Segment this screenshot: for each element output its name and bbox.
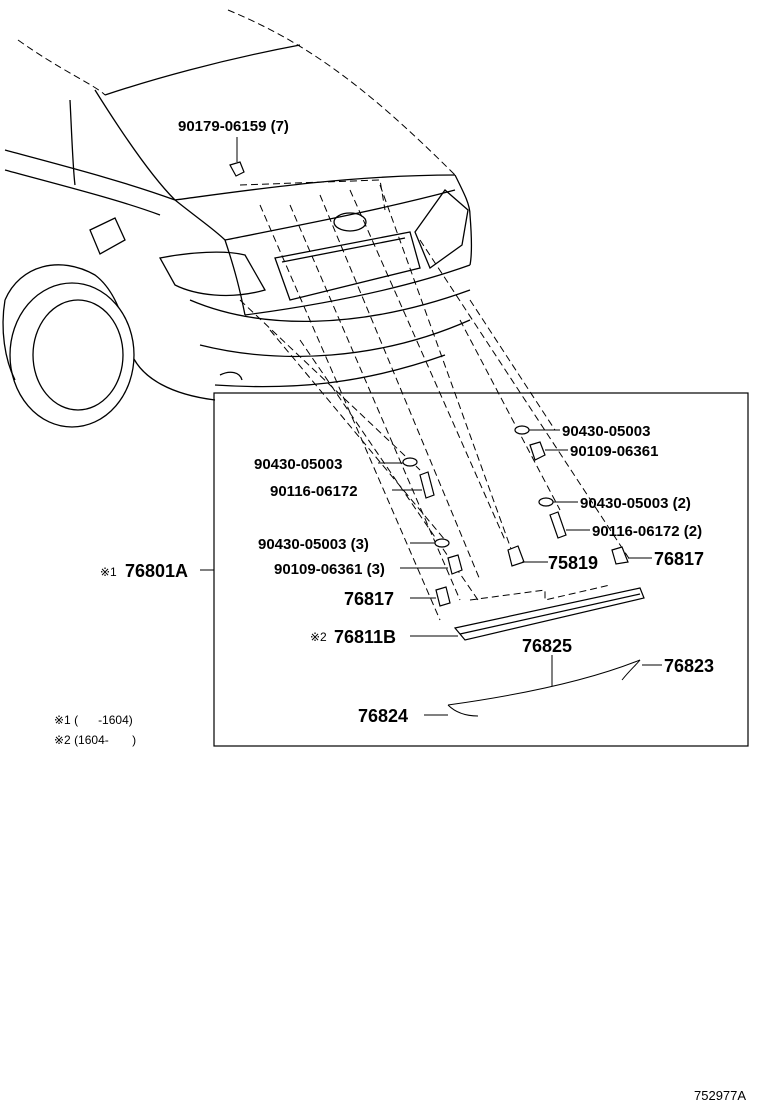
label-washer-r1: 90430-05003 <box>562 423 650 440</box>
bolt-icon <box>549 511 567 539</box>
clip-76817-icon <box>435 586 451 607</box>
label-garnish-76811b: 76811B <box>334 627 396 647</box>
figure-number: 752977A <box>694 1088 746 1103</box>
label-end-76823: 76823 <box>664 656 714 676</box>
screw-90179-icon <box>229 161 245 177</box>
leader-lines <box>200 137 662 716</box>
washer-icon <box>434 538 450 548</box>
note-2: ※2 (1604- ) <box>54 733 136 747</box>
label-clip-76817-left: 76817 <box>344 589 394 609</box>
label-end-76824: 76824 <box>358 706 408 726</box>
garnish-molding <box>447 587 645 717</box>
label-bolt-l1: 90116-06172 <box>270 483 358 500</box>
label-screw-top: 90179-06159 (7) <box>178 118 289 135</box>
bolt-icon <box>419 471 435 499</box>
label-screw-l2: 90109-06361 (3) <box>274 561 385 578</box>
label-washer-l2: 90430-05003 (3) <box>258 536 369 553</box>
label-assy-note-mark: ※1 <box>100 565 117 579</box>
small-parts <box>229 161 629 607</box>
label-garnish-note-mark: ※2 <box>310 630 327 644</box>
clip-76817-icon <box>611 546 629 565</box>
washer-icon <box>402 457 418 467</box>
label-clip-76817-right: 76817 <box>654 549 704 569</box>
label-assy-76801a: 76801A <box>125 561 188 581</box>
label-washer-r2: 90430-05003 (2) <box>580 495 691 512</box>
label-screw-r1: 90109-06361 <box>570 443 658 460</box>
screw-icon <box>447 554 463 575</box>
end-76824 <box>447 704 479 717</box>
projection-lines <box>239 179 631 621</box>
label-clip-75819: 75819 <box>548 553 598 573</box>
screw-icon <box>529 441 546 461</box>
end-76823 <box>621 659 641 681</box>
notes: ※1 ( -1604) ※2 (1604- ) <box>54 713 136 747</box>
note-1: ※1 ( -1604) <box>54 713 133 727</box>
car-rear-illustration <box>2 9 473 428</box>
label-bolt-r2: 90116-06172 (2) <box>592 523 702 540</box>
washer-icon <box>514 425 530 435</box>
washer-icon <box>538 497 554 507</box>
part-labels: 90179-06159 (7) 90430-05003 90109-06361 … <box>100 118 714 726</box>
label-molding-76825: 76825 <box>522 636 572 656</box>
molding-76825 <box>447 659 641 706</box>
clip-75819-icon <box>507 545 525 567</box>
label-washer-l1: 90430-05003 <box>254 456 342 473</box>
